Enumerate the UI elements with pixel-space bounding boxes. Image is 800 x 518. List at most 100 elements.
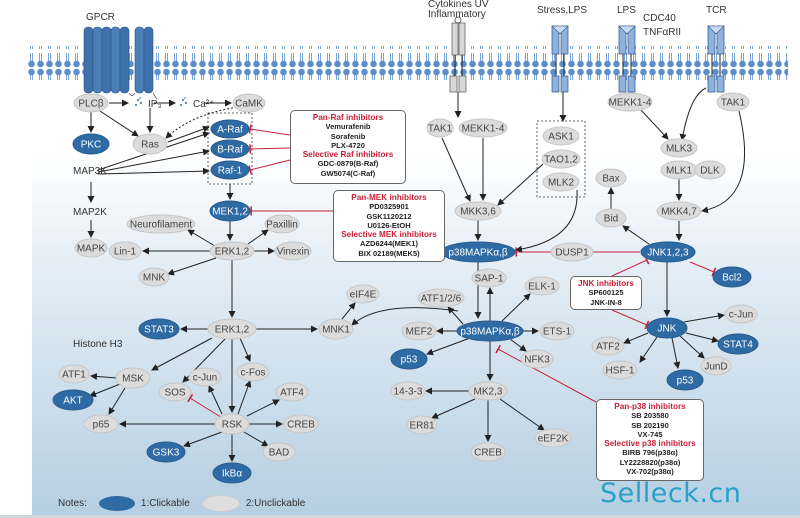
node-ellipse[interactable] xyxy=(456,320,524,342)
node-label[interactable]: p53 xyxy=(677,376,694,387)
node-stat3[interactable]: STAT3 xyxy=(138,318,180,340)
node-label[interactable]: A-Raf xyxy=(217,125,243,136)
node-label[interactable]: Bcl2 xyxy=(722,273,742,284)
node-p38b[interactable]: p38MAPKα,β xyxy=(456,320,524,342)
node-label[interactable]: JNK1,2,3 xyxy=(647,248,689,259)
tcr-receptor-icon xyxy=(707,25,725,93)
node-ellipse[interactable] xyxy=(209,200,251,222)
node-label[interactable]: STAT4 xyxy=(723,340,753,351)
node-p53_p38[interactable]: p53 xyxy=(390,348,428,370)
node-ellipse[interactable] xyxy=(52,389,94,411)
node-jnk[interactable]: JNK xyxy=(646,317,688,339)
mek-inhibitor-item[interactable]: PD0325901 xyxy=(369,202,409,212)
node-ellipse[interactable] xyxy=(212,462,252,484)
p38-inhibitor-item[interactable]: VX-745 xyxy=(637,429,663,439)
node-bcl2[interactable]: Bcl2 xyxy=(712,266,752,288)
node-pkc[interactable]: PKC xyxy=(72,133,110,155)
node-tao12: TAO1,2 xyxy=(541,149,581,169)
node-ellipse[interactable] xyxy=(666,369,704,391)
p38-inhibitor-item[interactable]: SB 202190 xyxy=(631,420,669,430)
node-ellipse[interactable] xyxy=(72,133,110,155)
mek-inhibitor-item[interactable]: GSK1120212 xyxy=(366,211,412,221)
node-eif4e: eIF4E xyxy=(346,284,380,304)
node-araf[interactable]: A-Raf xyxy=(210,119,250,139)
node-ellipse[interactable] xyxy=(146,441,186,463)
node-label: ER81 xyxy=(409,421,434,432)
node-ellipse[interactable] xyxy=(210,160,250,180)
activation-arrow xyxy=(167,257,217,276)
node-nfk3: NFK3 xyxy=(520,349,554,369)
mek-heading-selective: Selective MEK inhibitors xyxy=(341,230,437,240)
node-label[interactable]: p38MAPKα,β xyxy=(448,248,508,259)
node-ikba[interactable]: IkBα xyxy=(212,462,252,484)
p38-inhibitor-item[interactable]: BIRB 796(p38α) xyxy=(622,448,678,458)
node-rsk: RSK xyxy=(214,413,250,435)
p38-inhibitor-item[interactable]: SB 203580 xyxy=(631,411,669,421)
node-tak1_a: TAK1 xyxy=(426,118,454,138)
node-ellipse[interactable] xyxy=(640,241,696,263)
node-label: ATF4 xyxy=(280,388,304,399)
node-mkk36: MKK3,6 xyxy=(454,201,502,221)
mek-inhibitor-item[interactable]: U0126-EtOH xyxy=(367,220,411,230)
node-ellipse xyxy=(534,428,572,448)
node-jnk123[interactable]: JNK1,2,3 xyxy=(640,241,696,263)
node-label[interactable]: AKT xyxy=(63,396,82,407)
node-label[interactable]: GSK3 xyxy=(153,448,180,459)
node-label: MEKK1-4 xyxy=(609,98,652,109)
node-label[interactable]: IkBα xyxy=(222,469,242,480)
raf-inhibitor-item[interactable]: Sorafenib xyxy=(330,131,366,141)
node-ellipse[interactable] xyxy=(717,333,759,355)
p38-inhibitor-item[interactable]: VX-702(p38α) xyxy=(626,467,674,477)
node-gsk3[interactable]: GSK3 xyxy=(146,441,186,463)
node-ellipse xyxy=(264,214,300,234)
node-ellipse xyxy=(602,360,638,380)
node-ellipse xyxy=(262,442,296,462)
clickable-legend-label: 1:Clickable xyxy=(140,498,190,509)
node-ellipse[interactable] xyxy=(210,119,250,139)
node-label[interactable]: MEK1,2 xyxy=(212,207,248,218)
node-label[interactable]: p53 xyxy=(401,355,418,366)
p38-inhibitors-box: Pan-p38 inhibitors SB 203580 SB 202190 V… xyxy=(596,399,704,481)
gpcr-label: GPCR xyxy=(86,12,115,23)
node-label: RSK xyxy=(222,420,243,431)
node-mek12[interactable]: MEK1,2 xyxy=(209,200,251,222)
raf-inhibitor-item[interactable]: GDC-0879(B-Raf) xyxy=(317,159,379,169)
p38-inhibitor-item[interactable]: LY2228820(p38α) xyxy=(619,457,681,467)
node-ellipse[interactable] xyxy=(646,317,688,339)
node-bid: Bid xyxy=(595,208,627,228)
node-label: eIF4E xyxy=(350,290,377,301)
node-label[interactable]: p38MAPKα,β xyxy=(460,327,520,338)
jnk-inhibitor-item[interactable]: SP600125 xyxy=(588,288,624,298)
activation-arrow xyxy=(97,167,210,175)
node-label[interactable]: B-Raf xyxy=(217,145,243,156)
histone-label: Histone H3 xyxy=(73,339,123,350)
raf-inhibitor-item[interactable]: Vemurafenib xyxy=(325,122,371,132)
node-label[interactable]: JNK xyxy=(658,324,677,335)
node-label: DLK xyxy=(700,166,720,177)
node-akt[interactable]: AKT xyxy=(52,389,94,411)
node-label[interactable]: PKC xyxy=(81,140,102,151)
node-ellipse[interactable] xyxy=(390,348,428,370)
node-ellipse xyxy=(458,118,508,138)
raf-inhibitor-item[interactable]: GW5074(C-Raf) xyxy=(320,168,376,178)
node-ellipse[interactable] xyxy=(138,318,180,340)
node-label: ERK1,2 xyxy=(215,247,250,258)
node-camk: CaMK xyxy=(232,93,266,113)
node-ellipse[interactable] xyxy=(210,139,250,159)
jnk-inhibitor-item[interactable]: JNK-IN-8 xyxy=(590,297,622,307)
node-label[interactable]: STAT3 xyxy=(144,325,174,336)
activation-arrow xyxy=(622,225,650,245)
node-braf[interactable]: B-Raf xyxy=(210,139,250,159)
node-raf1[interactable]: Raf-1 xyxy=(210,160,250,180)
activation-arrow xyxy=(679,335,705,359)
mek-inhibitor-item[interactable]: BIX 02189(MEK5) xyxy=(358,248,420,258)
node-ellipse xyxy=(207,318,257,340)
mek-inhibitor-item[interactable]: AZD6244(MEK1) xyxy=(360,239,418,249)
node-stat4[interactable]: STAT4 xyxy=(717,333,759,355)
raf-inhibitor-item[interactable]: PLX-4720 xyxy=(331,140,365,150)
node-label[interactable]: Raf-1 xyxy=(218,166,243,177)
node-p38a[interactable]: p38MAPKα,β xyxy=(440,241,516,263)
node-p53_jnk[interactable]: p53 xyxy=(666,369,704,391)
node-ellipse[interactable] xyxy=(712,266,752,288)
